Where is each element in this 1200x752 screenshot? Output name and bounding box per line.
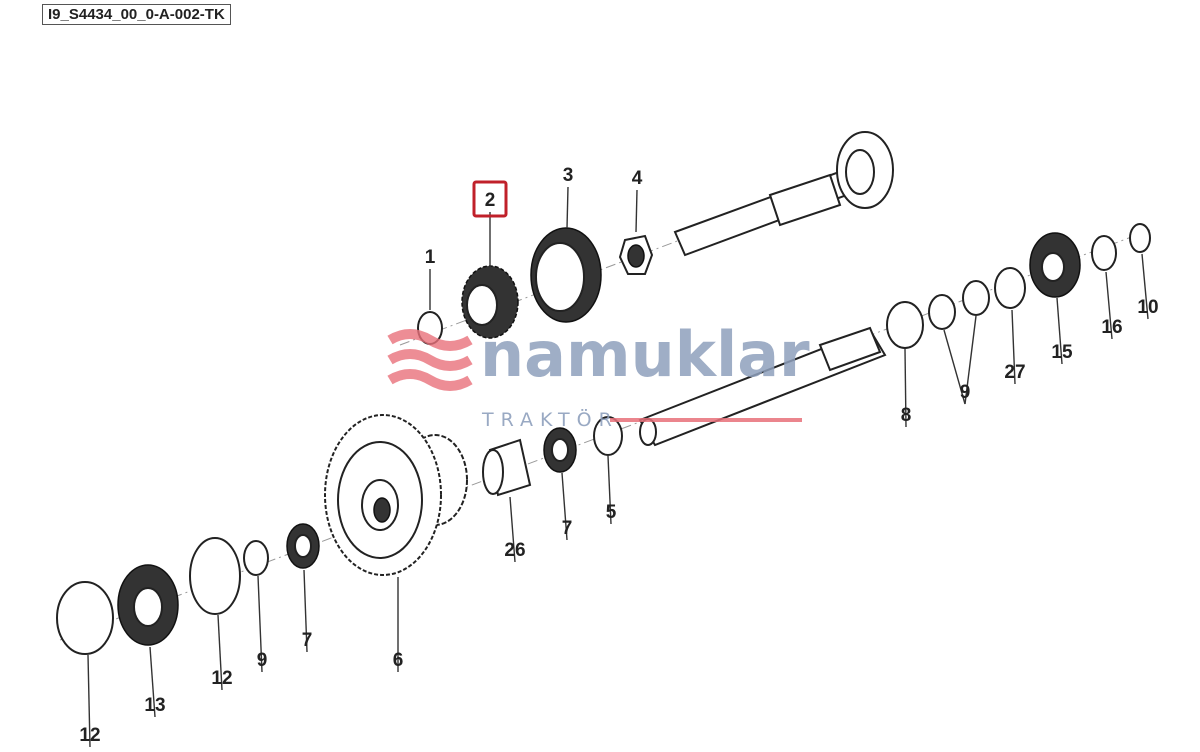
callout-9[interactable]: 9 (960, 382, 971, 403)
part-5-ring[interactable] (593, 416, 623, 456)
callout-8[interactable]: 8 (901, 405, 912, 426)
callout-5[interactable]: 5 (606, 502, 617, 523)
part-8-washer[interactable] (886, 301, 924, 349)
callout-leader-line (943, 329, 966, 405)
part-7-bearing-upper[interactable] (543, 427, 577, 473)
callout-12[interactable]: 12 (79, 725, 100, 746)
watermark-sub: TRAKTÖR (481, 408, 619, 431)
part-3-ring-gear[interactable] (530, 227, 602, 323)
callout-7[interactable]: 7 (562, 518, 573, 539)
upper-shaft[interactable] (673, 131, 894, 257)
callout-leader-line (566, 186, 569, 229)
callout-highlight-box (472, 180, 508, 218)
callout-leader-line (149, 646, 156, 718)
callout-2[interactable]: 2 (485, 190, 496, 211)
watermark-logo: namuklar TRAKTÖR (387, 318, 810, 431)
callout-leader-line (964, 315, 977, 405)
part-12-ring-lower[interactable] (56, 581, 114, 655)
callout-27[interactable]: 27 (1004, 362, 1025, 383)
callout-leader-line (87, 654, 91, 748)
callout-26[interactable]: 26 (504, 540, 525, 561)
part-12-ring-upper[interactable] (189, 537, 241, 615)
part-9-ring-a[interactable] (962, 280, 990, 316)
callout-leader-line (635, 189, 638, 233)
callout-1[interactable]: 1 (425, 247, 436, 268)
callout-16[interactable]: 16 (1101, 317, 1122, 338)
callout-leader-line (1141, 253, 1149, 320)
callout-4[interactable]: 4 (632, 168, 643, 189)
part-10-ring[interactable] (1129, 223, 1151, 253)
callout-leader-line (217, 614, 223, 691)
part-27-ring[interactable] (994, 267, 1026, 309)
callout-leader-line (904, 348, 907, 428)
diagram-id-label: I9_S4434_00_0-A-002-TK (42, 4, 231, 25)
callout-leader-line (1056, 297, 1063, 365)
callout-leader-line (257, 575, 263, 673)
callout-leader-line (561, 472, 568, 541)
part-2-gear[interactable] (461, 265, 519, 339)
part-15-bearing[interactable] (1029, 232, 1081, 298)
callout-7[interactable]: 7 (302, 630, 313, 651)
callout-leader-line (1011, 309, 1016, 385)
part-6-gear[interactable] (324, 414, 468, 576)
callout-10[interactable]: 10 (1137, 297, 1158, 318)
part-26-sleeve[interactable] (482, 438, 532, 497)
callout-15[interactable]: 15 (1051, 342, 1073, 363)
callout-leader-line (509, 496, 516, 563)
callout-6[interactable]: 6 (393, 650, 404, 671)
part-13-bearing[interactable] (117, 564, 179, 646)
callout-leader-line (303, 569, 308, 653)
part-9-ring-lower[interactable] (243, 540, 269, 576)
watermark-brand: namuklar (480, 318, 810, 391)
callout-12[interactable]: 12 (211, 668, 232, 689)
part-7-bearing-lower[interactable] (286, 523, 320, 569)
part-16-ring[interactable] (1091, 235, 1117, 271)
callout-9[interactable]: 9 (257, 650, 268, 671)
part-9-ring-b[interactable] (928, 294, 956, 330)
callout-13[interactable]: 13 (144, 695, 165, 716)
callout-leader-line (1105, 271, 1113, 340)
part-4-nut[interactable] (618, 234, 654, 275)
callout-leader-line (607, 455, 612, 525)
lower-shaft[interactable] (638, 326, 887, 447)
callout-3[interactable]: 3 (563, 165, 574, 186)
